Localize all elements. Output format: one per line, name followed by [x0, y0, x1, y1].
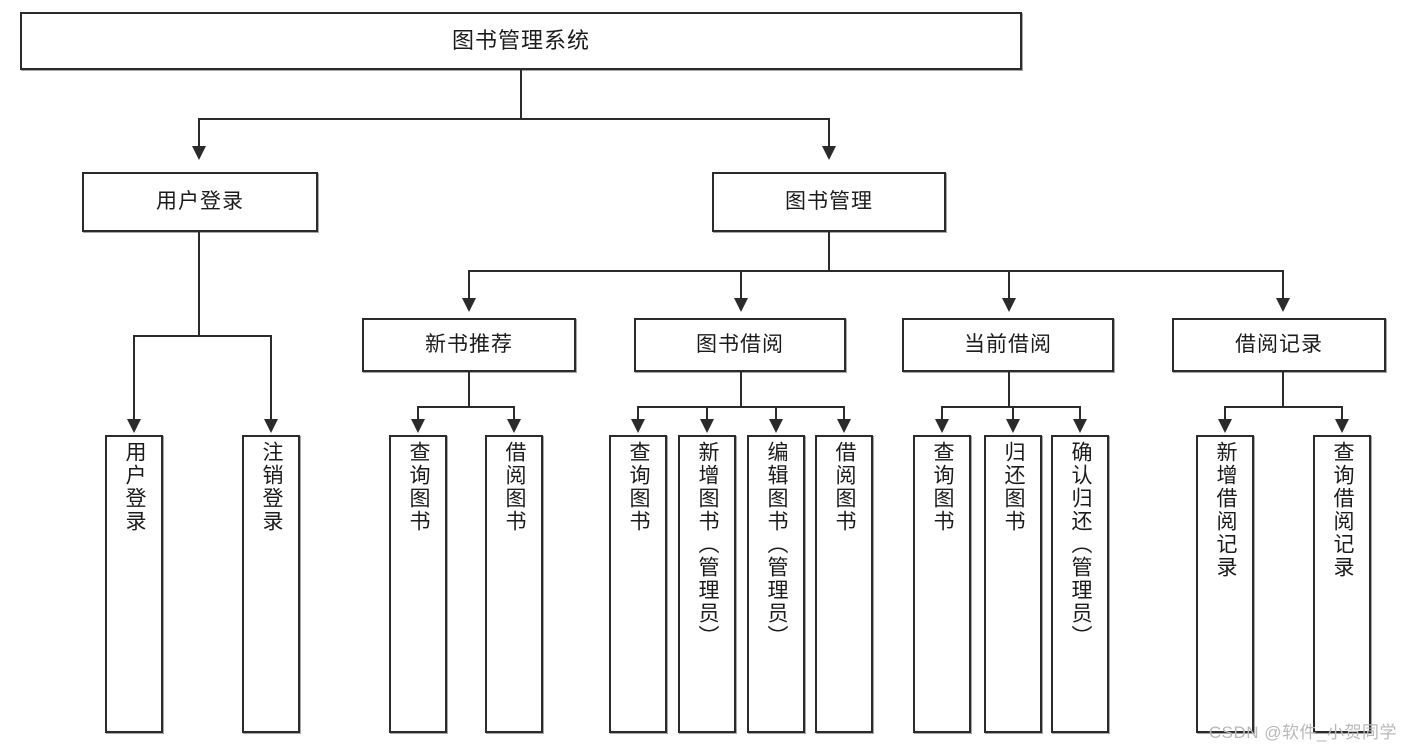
- leaf-query-book-2[interactable]: 查询图书: [609, 435, 667, 733]
- connector-book-manage-stem: [828, 232, 830, 270]
- arrowhead-to-user-login: [192, 146, 206, 160]
- arrowhead-leaf-confirm-return: [1073, 419, 1087, 433]
- arrowhead-leaf-query-book-1: [411, 419, 425, 433]
- node-label: 查询图书: [407, 441, 431, 533]
- connector-nbr-stem: [468, 372, 470, 406]
- node-label: 查询图书: [627, 441, 651, 533]
- connector-book-manage-bar: [468, 270, 1282, 272]
- arrowhead-leaf-query-record: [1335, 419, 1349, 433]
- node-current-borrow[interactable]: 当前借阅: [902, 318, 1114, 372]
- arrowhead-leaf-borrow-book-1: [507, 419, 521, 433]
- connector-bm-drop-2: [740, 270, 742, 298]
- connector-nbr-bar: [417, 406, 515, 408]
- connector-br-bar: [1224, 406, 1342, 408]
- connector-to-book-manage: [828, 118, 830, 146]
- node-label: 借阅图书: [503, 441, 527, 533]
- arrowhead-leaf-add-record: [1218, 419, 1232, 433]
- leaf-query-record[interactable]: 查询借阅记录: [1313, 435, 1371, 733]
- leaf-confirm-return[interactable]: 确认归还（管理员）: [1051, 435, 1109, 733]
- connector-br-drop-1: [1224, 406, 1226, 419]
- leaf-user-login[interactable]: 用户登录: [105, 435, 163, 733]
- leaf-add-record[interactable]: 新增借阅记录: [1196, 435, 1254, 733]
- arrowhead-node-new-book-recommend: [462, 298, 476, 312]
- connector-user-login-stem: [198, 232, 200, 335]
- connector-cb-stem: [1008, 372, 1010, 406]
- arrowhead-leaf-add-book: [700, 419, 714, 433]
- arrowhead-leaf-logout-login: [264, 419, 278, 433]
- arrowhead-to-book-manage: [822, 146, 836, 160]
- arrowhead-leaf-borrow-book-2: [837, 419, 851, 433]
- leaf-add-book[interactable]: 新增图书（管理员）: [678, 435, 736, 733]
- node-label: 用户登录: [156, 189, 244, 213]
- leaf-borrow-book-2[interactable]: 借阅图书: [815, 435, 873, 733]
- node-label: 查询借阅记录: [1331, 441, 1355, 579]
- leaf-query-book-1[interactable]: 查询图书: [389, 435, 447, 733]
- node-user-login[interactable]: 用户登录: [82, 172, 318, 232]
- node-book-manage[interactable]: 图书管理: [712, 172, 946, 232]
- arrowhead-leaf-return-book: [1006, 419, 1020, 433]
- node-label: 查询图书: [931, 441, 955, 533]
- connector-bm-drop-4: [1282, 270, 1284, 298]
- connector-bb-stem: [740, 372, 742, 406]
- connector-root-stem: [520, 70, 522, 118]
- node-new-book-recommend[interactable]: 新书推荐: [362, 318, 576, 372]
- connector-to-user-login: [198, 118, 200, 146]
- connector-bb-drop-1: [637, 406, 639, 419]
- node-label: 图书管理: [785, 189, 873, 213]
- node-root-system[interactable]: 图书管理系统: [20, 12, 1022, 70]
- connector-bm-drop-1: [468, 270, 470, 298]
- node-label: 当前借阅: [964, 332, 1052, 356]
- connector-bb-drop-3: [775, 406, 777, 419]
- connector-bb-drop-2: [706, 406, 708, 419]
- node-label: 确认归还（管理员）: [1069, 441, 1093, 648]
- connector-cb-drop-1: [941, 406, 943, 419]
- leaf-query-book-3[interactable]: 查询图书: [913, 435, 971, 733]
- node-label: 借阅图书: [833, 441, 857, 533]
- node-borrow-record[interactable]: 借阅记录: [1172, 318, 1386, 372]
- node-label: 归还图书: [1002, 441, 1026, 533]
- arrowhead-node-current-borrow: [1002, 298, 1016, 312]
- node-label: 用户登录: [123, 441, 147, 533]
- arrowhead-node-book-borrow: [734, 298, 748, 312]
- leaf-return-book[interactable]: 归还图书: [984, 435, 1042, 733]
- connector-nbr-drop-2: [513, 406, 515, 419]
- arrowhead-leaf-user-login: [127, 419, 141, 433]
- connector-cb-drop-3: [1079, 406, 1081, 419]
- connector-bb-drop-4: [843, 406, 845, 419]
- node-book-borrow[interactable]: 图书借阅: [634, 318, 846, 372]
- leaf-edit-book[interactable]: 编辑图书（管理员）: [747, 435, 805, 733]
- arrowhead-leaf-query-book-2: [631, 419, 645, 433]
- node-label: 新书推荐: [425, 332, 513, 356]
- connector-cb-drop-2: [1012, 406, 1014, 419]
- connector-user-login-drop-1: [133, 335, 135, 419]
- connector-user-login-drop-2: [270, 335, 272, 419]
- node-label: 注销登录: [260, 441, 284, 533]
- node-label: 图书管理系统: [451, 28, 590, 54]
- arrowhead-leaf-query-book-3: [935, 419, 949, 433]
- node-label: 借阅记录: [1235, 332, 1323, 356]
- arrowhead-node-borrow-record: [1276, 298, 1290, 312]
- connector-cb-bar: [941, 406, 1080, 408]
- connector-br-drop-2: [1341, 406, 1343, 419]
- arrowhead-leaf-edit-book: [769, 419, 783, 433]
- connector-bb-bar: [637, 406, 844, 408]
- connector-root-bar: [198, 118, 830, 120]
- connector-nbr-drop-1: [417, 406, 419, 419]
- leaf-borrow-book-1[interactable]: 借阅图书: [485, 435, 543, 733]
- node-label: 新增图书（管理员）: [696, 441, 720, 648]
- connector-bm-drop-3: [1008, 270, 1010, 298]
- connector-user-login-bar: [133, 335, 271, 337]
- node-label: 图书借阅: [696, 332, 784, 356]
- node-label: 新增借阅记录: [1214, 441, 1238, 579]
- node-label: 编辑图书（管理员）: [765, 441, 789, 648]
- connector-br-stem: [1282, 372, 1284, 406]
- leaf-logout-login[interactable]: 注销登录: [242, 435, 300, 733]
